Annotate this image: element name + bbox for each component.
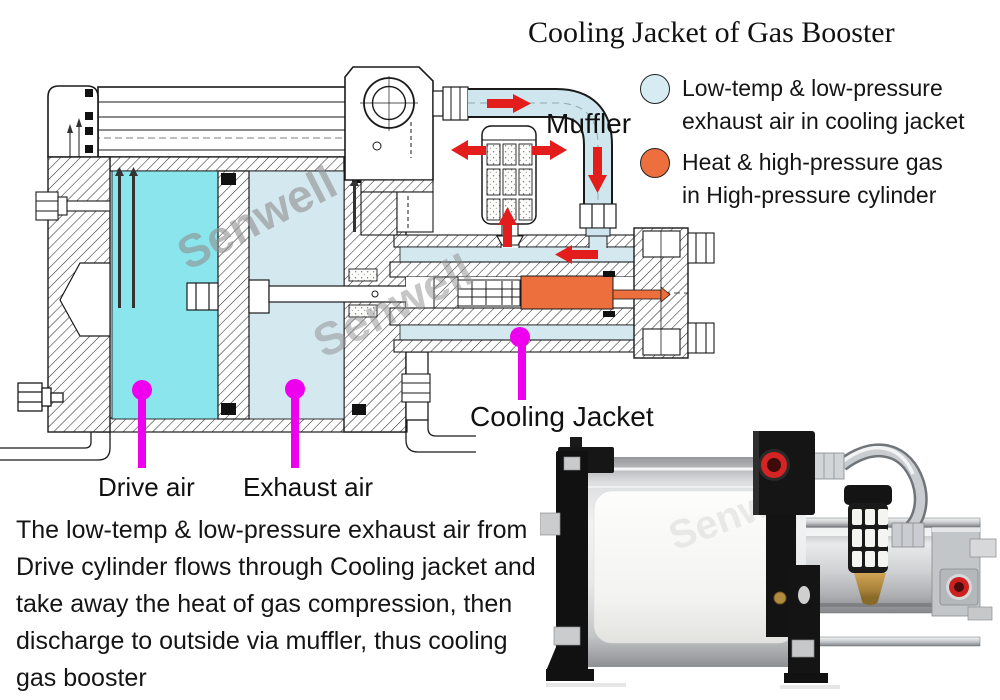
drive-air-label: Drive air: [98, 472, 195, 502]
photo-muffler: [844, 485, 892, 605]
legend-label: Low-temp & low-pressure exhaust air in c…: [682, 75, 965, 134]
product-photo: Senwell: [540, 425, 1000, 700]
page-title: Cooling Jacket of Gas Booster: [528, 16, 895, 49]
right-mounting-bracket: [401, 351, 476, 453]
legend-item-exhaust-air: Low-temp & low-pressure exhaust air in c…: [640, 72, 992, 138]
photo-bolt: [969, 538, 997, 558]
description-line: gas booster: [16, 664, 147, 692]
description-line: discharge to outside via muffler, thus c…: [16, 627, 508, 655]
hp-piston: [457, 279, 521, 307]
legend-swatch-hot-gas: [640, 148, 670, 178]
flow-arrows: [451, 94, 607, 264]
hot-gas-region: [520, 271, 671, 317]
legend-item-hot-gas: Heat & high-pressure gas in High-pressur…: [640, 146, 992, 212]
label-pointers: [132, 327, 530, 468]
piston-rod: [186, 279, 436, 314]
photo-left-bracket: [540, 437, 614, 681]
description-line: The low-temp & low-pressure exhaust air …: [16, 516, 528, 544]
description-line: take away the heat of gas compression, t…: [16, 590, 513, 618]
muffler-label: Muffler: [546, 108, 632, 139]
photo-outlet-block: [931, 521, 997, 621]
photo-pipe: [813, 443, 928, 548]
muffler: [481, 125, 537, 246]
air-valve-block: [344, 66, 469, 236]
description-line: Drive cylinder flows through Cooling jac…: [16, 553, 536, 581]
exhaust-pipe: [468, 88, 617, 237]
left-mounting-bracket: [0, 382, 111, 461]
drive-cylinder: [35, 156, 436, 433]
left-port-bolt: [35, 191, 111, 221]
cooling-jacket-label: Cooling Jacket: [470, 401, 654, 432]
exhaust-air-label: Exhaust air: [243, 472, 374, 502]
technical-diagram: Senwell Senwell: [0, 0, 740, 470]
legend-swatch-exhaust-air: [640, 74, 670, 104]
photo-center-block: [753, 431, 828, 683]
description-text: The low-temp & low-pressure exhaust air …: [16, 512, 548, 697]
legend-label: Heat & high-pressure gas in High-pressur…: [682, 149, 943, 208]
